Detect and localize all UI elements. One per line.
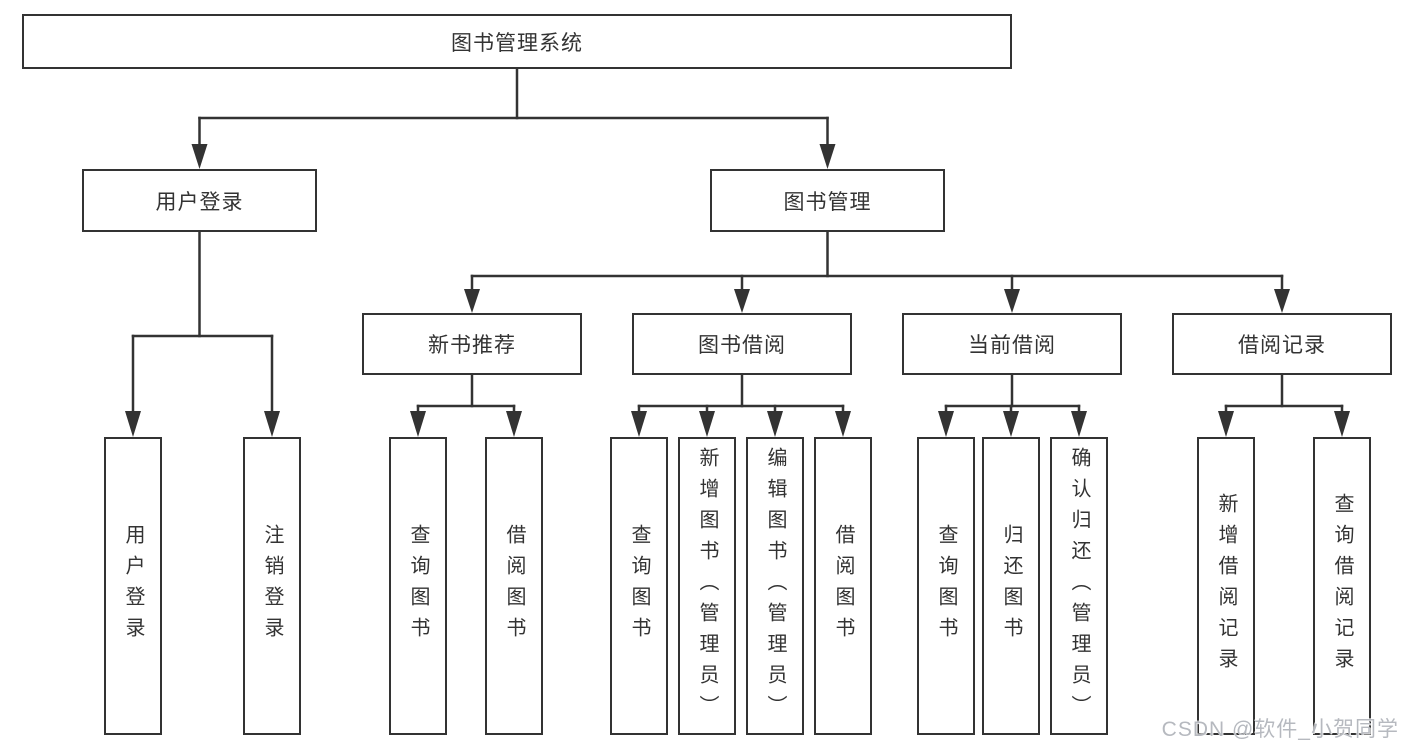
connector-book-borrow-children [631, 373, 851, 437]
connector-new-book-children [410, 373, 522, 437]
connector-root-to-level2 [191, 67, 836, 169]
leaf-edit-book-admin-label: 编辑图书（管理员） [764, 446, 786, 726]
leaf-borrow-books-recommend-label: 借阅图书 [503, 524, 525, 648]
leaf-return-book-label: 归还图书 [1000, 524, 1022, 648]
connector-current-borrow-children [938, 373, 1087, 437]
leaf-borrow-books: 借阅图书 [814, 437, 872, 735]
leaf-add-book-admin-label: 新增图书（管理员） [696, 446, 718, 726]
leaf-user-login: 用户登录 [104, 437, 162, 735]
leaf-query-books-recommend-label: 查询图书 [407, 524, 429, 648]
node-current-borrow-label: 当前借阅 [968, 334, 1056, 357]
node-user-login-label: 用户登录 [155, 190, 244, 214]
connector-book-management-children [464, 230, 1290, 313]
connector-borrow-records-children [1218, 373, 1350, 437]
leaf-logout-label: 注销登录 [261, 524, 283, 648]
node-user-login: 用户登录 [82, 169, 317, 232]
leaf-add-borrow-record-label: 新增借阅记录 [1215, 493, 1237, 679]
leaf-query-books-current-label: 查询图书 [935, 524, 957, 648]
leaf-query-books-borrow-label: 查询图书 [628, 524, 650, 648]
leaf-confirm-return-admin-label: 确认归还（管理员） [1068, 446, 1090, 726]
leaf-query-books-borrow: 查询图书 [610, 437, 668, 735]
leaf-borrow-books-label: 借阅图书 [832, 524, 854, 648]
node-book-management: 图书管理 [710, 169, 945, 232]
leaf-user-login-label: 用户登录 [122, 524, 144, 648]
node-book-borrow-label: 图书借阅 [698, 334, 786, 357]
node-borrow-records: 借阅记录 [1172, 313, 1392, 375]
csdn-watermark: CSDN @软件_小贺同学 [1161, 718, 1399, 741]
leaf-borrow-books-recommend: 借阅图书 [485, 437, 543, 735]
node-current-borrow: 当前借阅 [902, 313, 1122, 375]
leaf-return-book: 归还图书 [982, 437, 1040, 735]
leaf-query-books-current: 查询图书 [917, 437, 975, 735]
leaf-query-borrow-record: 查询借阅记录 [1313, 437, 1371, 735]
connector-user-login-children [125, 230, 280, 437]
node-borrow-records-label: 借阅记录 [1238, 334, 1326, 357]
node-root-label: 图书管理系统 [451, 31, 583, 55]
leaf-query-books-recommend: 查询图书 [389, 437, 447, 735]
leaf-edit-book-admin: 编辑图书（管理员） [746, 437, 804, 735]
leaf-confirm-return-admin: 确认归还（管理员） [1050, 437, 1108, 735]
leaf-query-borrow-record-label: 查询借阅记录 [1331, 493, 1353, 679]
leaf-add-book-admin: 新增图书（管理员） [678, 437, 736, 735]
node-root: 图书管理系统 [22, 14, 1012, 69]
node-new-book-recommend-label: 新书推荐 [428, 334, 516, 357]
node-book-management-label: 图书管理 [783, 190, 872, 214]
node-book-borrow: 图书借阅 [632, 313, 852, 375]
node-new-book-recommend: 新书推荐 [362, 313, 582, 375]
leaf-add-borrow-record: 新增借阅记录 [1197, 437, 1255, 735]
leaf-logout: 注销登录 [243, 437, 301, 735]
